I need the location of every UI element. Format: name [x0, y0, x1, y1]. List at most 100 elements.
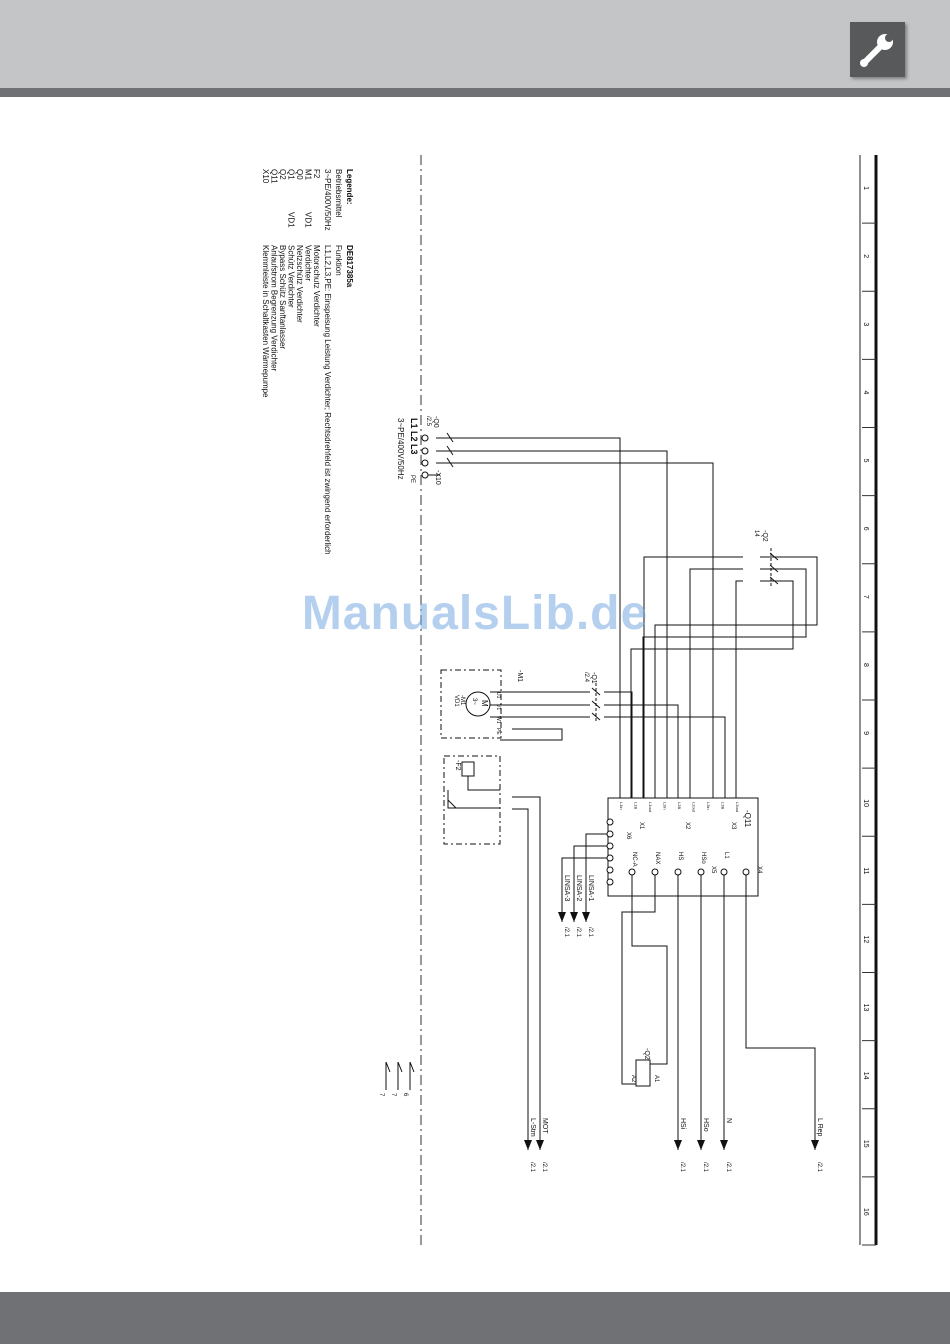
- q2-coil-circuit: [621, 875, 668, 1087]
- q11-soft-starter: [606, 797, 759, 897]
- q11-x6: X6: [625, 832, 631, 840]
- legend-item-ref: VD1: [304, 212, 313, 228]
- legend-item-desc: Klemmleiste in Schaltkasten Wärmepumpe: [261, 245, 270, 398]
- legend-item-desc: Motorschutz Verdichter: [312, 245, 321, 327]
- header-bar: [0, 0, 950, 88]
- output-label: HSo: [702, 1118, 709, 1132]
- legend-item-id: Q11: [270, 169, 279, 184]
- output-ref: /2.1: [702, 1162, 708, 1173]
- motor-symbol: M: [480, 700, 489, 707]
- supply-conductors: [425, 437, 714, 798]
- relay-a1: A1: [653, 1075, 659, 1083]
- q11-pin: L2B: [677, 802, 682, 809]
- ruler-label-15: 15: [862, 1140, 869, 1148]
- legend-item-desc: Bypass Schütz Sanftanlasser: [278, 245, 287, 349]
- legend-voltage: 3~PE/400V/50Hz: [323, 169, 332, 231]
- aux-contact-label: 6: [402, 1093, 408, 1097]
- ruler-label-3: 3: [862, 322, 869, 326]
- legend-item-desc: Verdichter: [304, 245, 313, 281]
- ruler-label-12: 12: [862, 935, 869, 943]
- q11-x2: X2: [684, 822, 690, 830]
- output-label: HSi: [679, 1118, 686, 1130]
- linsa-ref: /2.1: [587, 927, 593, 938]
- output-label: L Rep: [816, 1118, 823, 1137]
- output-label: L-Stm: [529, 1118, 536, 1137]
- aux-contact-label: 7: [390, 1093, 396, 1097]
- output-arrows: [524, 912, 819, 1150]
- q11-x4: X4: [756, 866, 762, 874]
- q11-side-pin: NAX: [654, 852, 660, 864]
- tools-button[interactable]: [850, 22, 905, 77]
- supply-voltage: 3~PE/400V/50Hz: [396, 418, 405, 480]
- output-ref: /2.1: [725, 1162, 731, 1173]
- m1-label: -M1: [516, 670, 523, 682]
- m1-terminal: PE: [495, 728, 501, 735]
- q1-motor-contactor: [500, 683, 726, 798]
- motor-phase: 3~: [471, 698, 477, 705]
- motor-m1: [440, 669, 512, 739]
- legend-item-desc: Netzschütz Verdichter: [295, 245, 304, 323]
- q1-label: -Q1: [590, 672, 597, 684]
- q0-contacts: [421, 432, 456, 479]
- legend-col1-header: Betriebsmittel: [334, 169, 343, 218]
- output-ref: /2.1: [541, 1162, 547, 1173]
- legend-item-id: Q0: [295, 169, 304, 180]
- legend-title: Legende:: [345, 169, 354, 205]
- legend-item-id: Q2: [278, 169, 287, 180]
- watermark: ManualsLib.de: [301, 587, 649, 640]
- q11-pin: L1out: [648, 802, 653, 813]
- ruler-label-13: 13: [862, 1004, 869, 1012]
- wrench-icon: [860, 34, 893, 67]
- legend-item-ref: VD1: [287, 212, 296, 228]
- legend-item-desc: Anlaufstrom Begrenzung Verdichter: [270, 245, 279, 372]
- f2-label: -F2: [454, 760, 461, 771]
- ruler-label-7: 7: [862, 595, 869, 599]
- ruler-label-4: 4: [862, 390, 869, 394]
- q0-page-ref: /2.5: [425, 416, 431, 427]
- output-ref: /2.1: [816, 1162, 822, 1173]
- footer-bar: [0, 1292, 950, 1344]
- output-label: MOT: [541, 1118, 548, 1134]
- m1-terminal: U1: [495, 692, 501, 699]
- ruler-label-6: 6: [862, 527, 869, 531]
- q11-x5: X5: [710, 866, 716, 874]
- header-divider: [0, 88, 950, 97]
- q11-pin: L3in: [706, 802, 711, 810]
- output-ref: /2.1: [679, 1162, 685, 1173]
- linsa-label: LINSA-1: [587, 875, 594, 902]
- motor-id: -M1: [459, 695, 465, 706]
- ruler-ticks: [862, 222, 876, 1246]
- f2-motor-protection: [443, 755, 541, 1150]
- q11-pin: L2in: [663, 802, 668, 810]
- ruler-label-11: 11: [862, 867, 869, 874]
- output-label: N: [725, 1118, 732, 1123]
- ruler-label-16: 16: [862, 1208, 869, 1216]
- q11-x1: X1: [638, 822, 644, 830]
- aux-contact-label: 7: [378, 1093, 384, 1097]
- m1-terminal: W1: [495, 716, 501, 724]
- ruler-label-9: 9: [862, 731, 869, 735]
- q2-aux: 14: [753, 530, 759, 537]
- q11-pin: L1B: [634, 802, 639, 809]
- legend-item-id: M1: [304, 169, 313, 181]
- q11-side-pin: HS: [677, 852, 683, 860]
- terminal-x10: -X10: [434, 470, 441, 485]
- relay-label: -Q2: [643, 1048, 650, 1060]
- m1-terminal: V1: [495, 704, 501, 710]
- q2-bypass-contactor: [630, 548, 818, 798]
- ruler-label-5: 5: [862, 459, 869, 463]
- legend-item-id: X10: [261, 169, 270, 184]
- q11-side-pin: HSo: [700, 852, 706, 864]
- q0-label: -Q0: [432, 416, 439, 428]
- supply-phases: L1 L2 L3: [409, 418, 419, 455]
- ruler-label-10: 10: [862, 799, 869, 807]
- ruler-label-2: 2: [862, 254, 869, 258]
- legend-supply-desc: L1,L2,L3,PE: Einspeisung Leistung Verdic…: [323, 245, 332, 555]
- auxiliary-contacts: [385, 1061, 415, 1090]
- legend-col2-header: Funktion: [334, 245, 343, 276]
- q11-pin: L2out: [692, 802, 697, 813]
- ruler-label-8: 8: [862, 663, 869, 667]
- ruler-label-14: 14: [862, 1072, 869, 1080]
- output-ref: /2.1: [529, 1162, 535, 1173]
